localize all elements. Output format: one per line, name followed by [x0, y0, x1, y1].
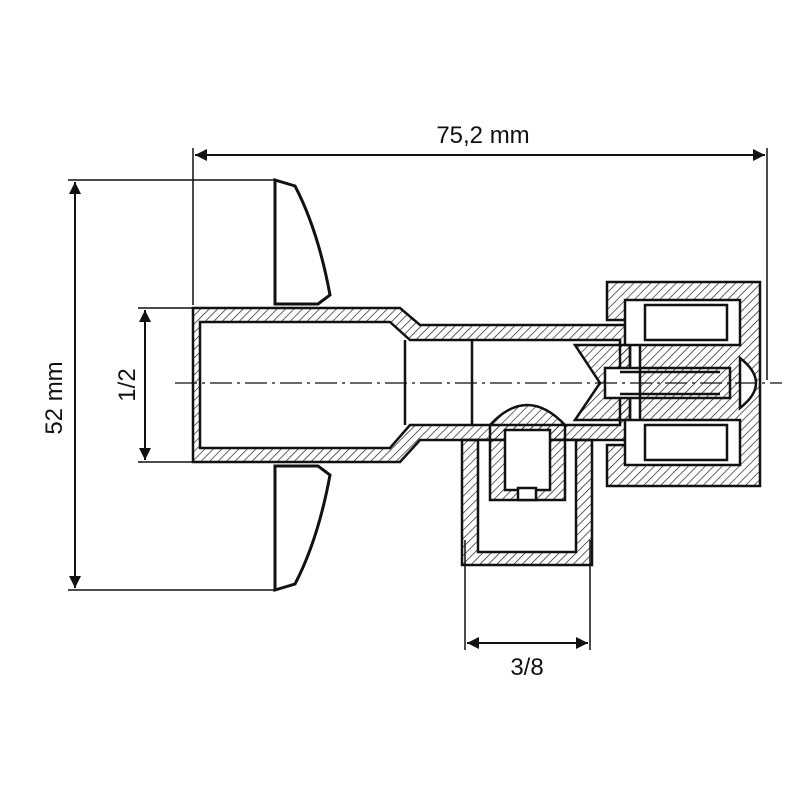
dimension-height: 52 mm: [41, 179, 275, 591]
cap-nut: [605, 280, 762, 488]
length-label: 75,2 mm: [436, 122, 529, 149]
inlet-label: 1/2: [114, 368, 141, 401]
outlet-body: [460, 403, 594, 567]
handle-wings: [273, 177, 332, 593]
outlet-label: 3/8: [510, 654, 543, 681]
dimension-length: 75,2 mm: [192, 122, 768, 380]
height-label: 52 mm: [41, 361, 68, 434]
dimension-inlet: 1/2: [114, 307, 193, 463]
